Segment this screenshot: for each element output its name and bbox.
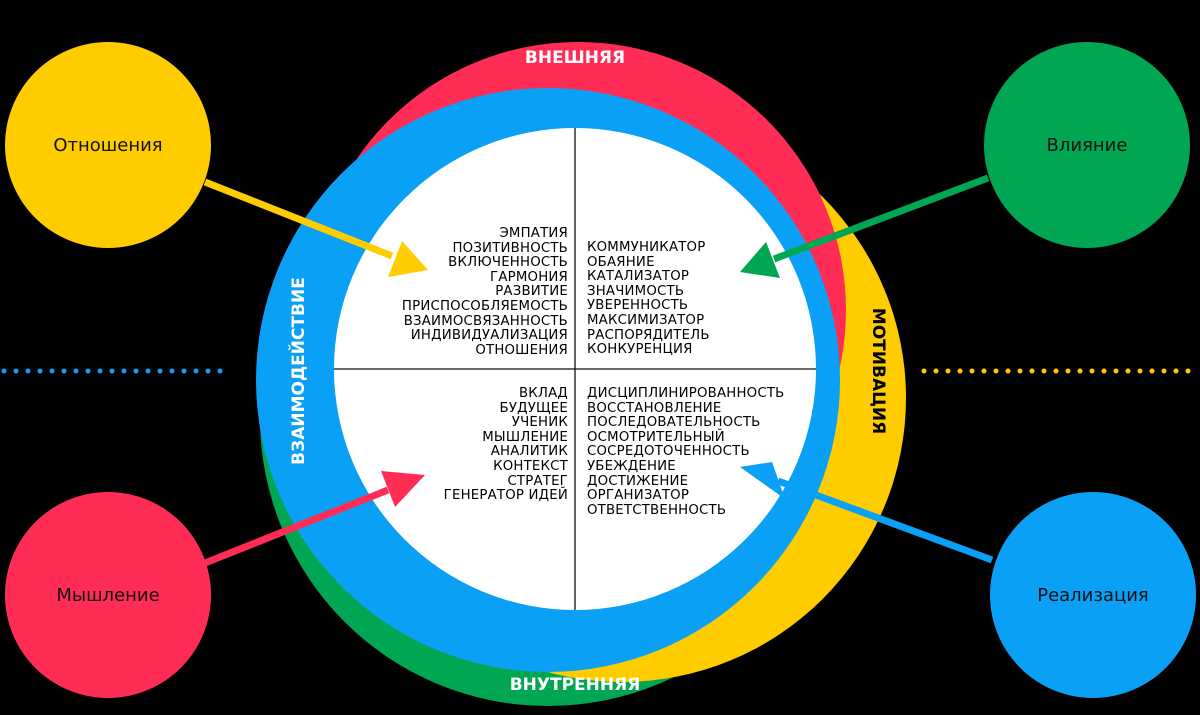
arrow-top-right [740,174,990,278]
strength-item: ОСМОТРИТЕЛЬНЫЙ [587,429,725,445]
bubble-top-right [984,42,1190,248]
strength-item: РАСПОРЯДИТЕЛЬ [587,327,710,343]
strength-item: МЫШЛЕНИЕ [482,429,568,445]
strength-item: ВЗАИМОСВЯЗАННОСТЬ [403,313,568,329]
strength-item: ПОЗИТИВНОСТЬ [452,240,568,256]
strength-item: БУДУЩЕЕ [499,400,568,416]
strength-item: КОММУНИКАТОР [587,240,706,255]
strength-item: ОТНОШЕНИЯ [475,342,568,358]
strength-item: КАТАЛИЗАТОР [587,269,690,285]
ring-label-bottom: ВНУТРЕННЯЯ [510,675,641,695]
strength-item: ЭМПАТИЯ [499,226,568,241]
ring-label-left: ВЗАИМОДЕЙСТВИЕ [287,277,309,465]
strength-item: ОТВЕТСТВЕННОСТЬ [587,502,727,518]
strength-item: ДОСТИЖЕНИЕ [587,473,689,489]
bubble-label-top-right: Влияние [1047,135,1128,156]
arrow-bottom-right [740,462,994,564]
strength-item: ВОССТАНОВЛЕНИЕ [587,400,722,416]
strength-item: КОНКУРЕНЦИЯ [587,342,693,358]
strength-item: ГЕНЕРАТОР ИДЕЙ [443,488,568,504]
strength-item: УЧЕНИК [511,415,568,431]
strength-item: ПОСЛЕДОВАТЕЛЬНОСТЬ [587,415,761,431]
strength-item: ИНДИВИДУАЛИЗАЦИЯ [410,328,568,344]
ring-label-top: ВНЕШНЯЯ [525,48,625,68]
ring-label-right: МОТИВАЦИЯ [868,308,888,434]
bubble-label-top-left: Отношения [53,135,162,156]
strength-item: ПРИСПОСОБЛЯЕМОСТЬ [401,298,568,314]
strength-item: ОБАЯНИЕ [587,254,655,270]
strength-item: ОРГАНИЗАТОР [587,488,690,504]
bubble-bottom-right [990,492,1196,698]
strength-item: АНАЛИТИК [490,444,568,460]
strength-item: ГАРМОНИЯ [490,269,568,285]
bubble-top-left [5,42,211,248]
bubble-label-bottom-right: Реализация [1037,585,1149,606]
arrow-bottom-left [203,471,425,567]
strength-item: МАКСИМИЗАТОР [587,312,705,328]
strength-item: РАЗВИТИЕ [495,284,568,300]
strength-item: СОСРЕДОТОЧЕННОСТЬ [587,444,750,460]
strength-item: ДИСЦИПЛИНИРОВАННОСТЬ [587,386,785,401]
strength-item: ВКЛАД [518,386,568,401]
arrow-top-left [203,178,428,277]
strength-item: ЗНАЧИМОСТЬ [587,283,685,299]
strength-item: УБЕЖДЕНИЕ [587,458,676,474]
bubble-label-bottom-left: Мышление [56,585,159,606]
bubble-bottom-left [5,492,211,698]
strength-item: УВЕРЕННОСТЬ [587,298,689,314]
strength-item: ВКЛЮЧЕННОСТЬ [448,255,568,271]
strength-item: СТРАТЕГ [507,473,568,489]
strength-item: КОНТЕКСТ [493,458,568,474]
